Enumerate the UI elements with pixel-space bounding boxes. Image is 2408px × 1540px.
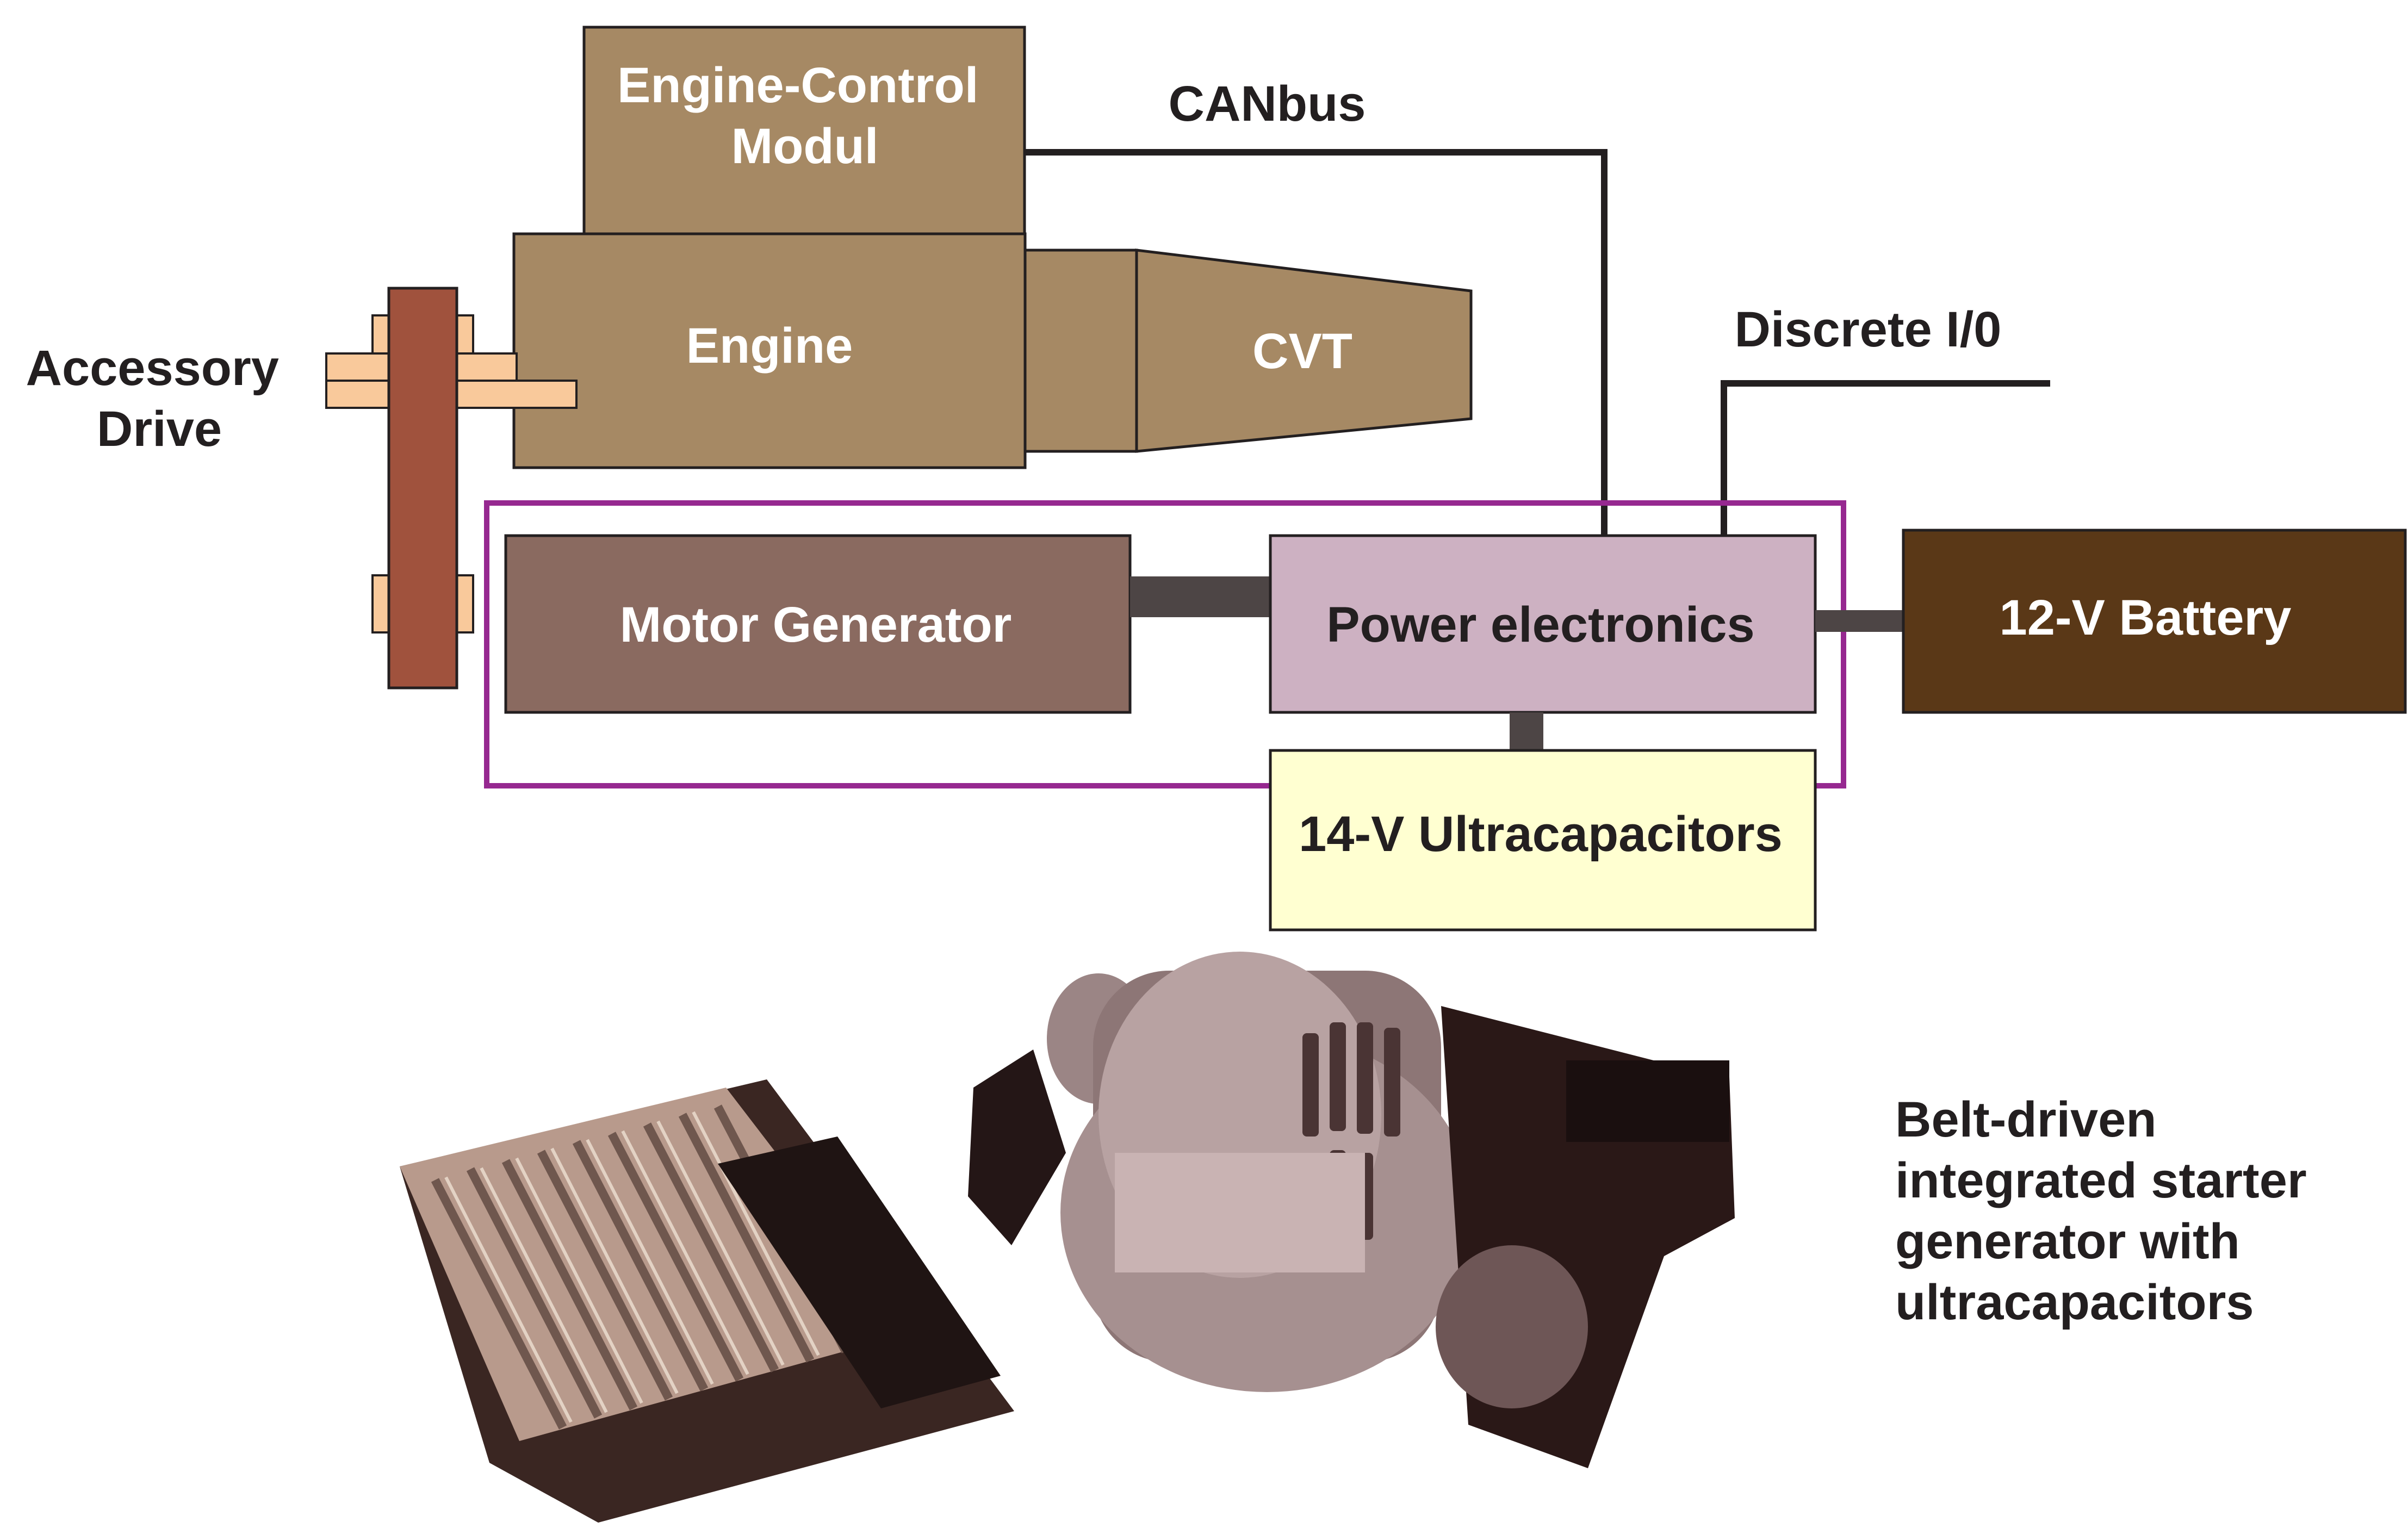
transmission-coupling — [1023, 249, 1138, 453]
power-electronics-module-photo — [400, 1079, 1014, 1523]
discrete-io-wire — [1721, 380, 2050, 536]
caption-line1: Belt-driven — [1895, 1092, 2157, 1147]
engine-box — [512, 232, 1027, 469]
ultracapacitors-box — [1269, 749, 1817, 932]
canbus-label: CANbus — [1169, 76, 1366, 132]
caption: Belt-driven integrated starter generator… — [1895, 1092, 2320, 1330]
motor-generator-box — [504, 534, 1132, 714]
engine-label: Engine — [686, 318, 853, 374]
accessory-belt — [387, 287, 458, 690]
motor-generator-label: Motor Generator — [620, 597, 1012, 653]
photo-illustration — [400, 952, 1735, 1523]
cvt-label: CVT — [1252, 324, 1352, 379]
caption-line3: generator with — [1895, 1214, 2240, 1269]
battery-box — [1902, 529, 2407, 714]
accessory-drive-label: Accessory Drive — [26, 340, 293, 457]
isg-enclosure — [484, 500, 1846, 788]
engine-control-module-label-line2: Modul — [731, 119, 879, 174]
accessory-drive-label-line1: Accessory — [26, 340, 279, 396]
power-to-battery-link — [1815, 610, 1903, 632]
caption-line4: ultracapacitors — [1895, 1275, 2254, 1330]
ultracapacitors-label: 14-V Ultracapacitors — [1299, 806, 1783, 862]
heatsink-fins — [431, 1104, 850, 1430]
accessory-drive-label-line2: Drive — [97, 401, 222, 457]
discrete-io-label: Discrete I/0 — [1735, 302, 2002, 357]
canbus-wire — [1025, 149, 1608, 536]
engine-control-module-box — [582, 26, 1026, 235]
motor-to-power-link — [1130, 576, 1270, 617]
power-to-ultracap-link — [1510, 712, 1543, 750]
engine-control-module-label-line1: Engine-Control — [617, 58, 978, 113]
battery-label: 12-V Battery — [2000, 590, 2292, 645]
cvt-box — [1135, 249, 1473, 453]
engine-control-module-label: Engine-Control Modul — [617, 58, 992, 174]
starter-generator-photo — [968, 952, 1735, 1468]
power-electronics-label: Power electronics — [1326, 597, 1754, 653]
caption-line2: integrated starter — [1895, 1153, 2307, 1208]
